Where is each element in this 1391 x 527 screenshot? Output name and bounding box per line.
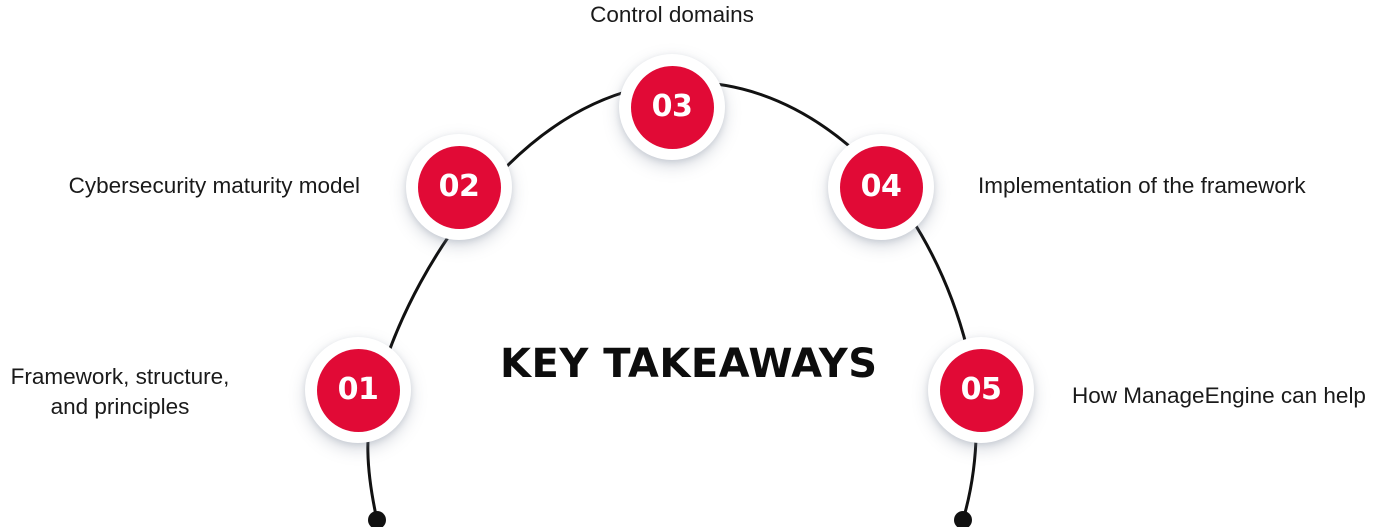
label-control-domains: Control domains [590, 2, 754, 27]
node-01[interactable]: 01 [305, 337, 411, 443]
node-04[interactable]: 04 [828, 134, 934, 240]
node-disc-01: 01 [316, 348, 400, 432]
node-disc-03: 03 [630, 65, 714, 149]
node-03[interactable]: 03 [619, 54, 725, 160]
node-05[interactable]: 05 [928, 337, 1034, 443]
label-cybersecurity-maturity-model: Cybersecurity maturity model [68, 173, 360, 198]
page-title: KEY TAKEAWAYS [500, 341, 878, 387]
node-number-04: 04 [860, 169, 902, 204]
label-framework-structure-principles: Framework, structure, and principles [10, 364, 230, 419]
node-number-03: 03 [651, 89, 693, 124]
right-end-dot [954, 511, 972, 527]
node-number-02: 02 [438, 169, 480, 204]
node-disc-02: 02 [417, 145, 501, 229]
node-number-05: 05 [960, 372, 1002, 407]
label-how-manageengine-can-help: How ManageEngine can help [1072, 383, 1366, 408]
label-implementation-of-the-framework: Implementation of the framework [978, 173, 1306, 198]
node-number-01: 01 [337, 372, 379, 407]
node-disc-04: 04 [839, 145, 923, 229]
node-disc-05: 05 [939, 348, 1023, 432]
node-02[interactable]: 02 [406, 134, 512, 240]
left-end-dot [368, 511, 386, 527]
